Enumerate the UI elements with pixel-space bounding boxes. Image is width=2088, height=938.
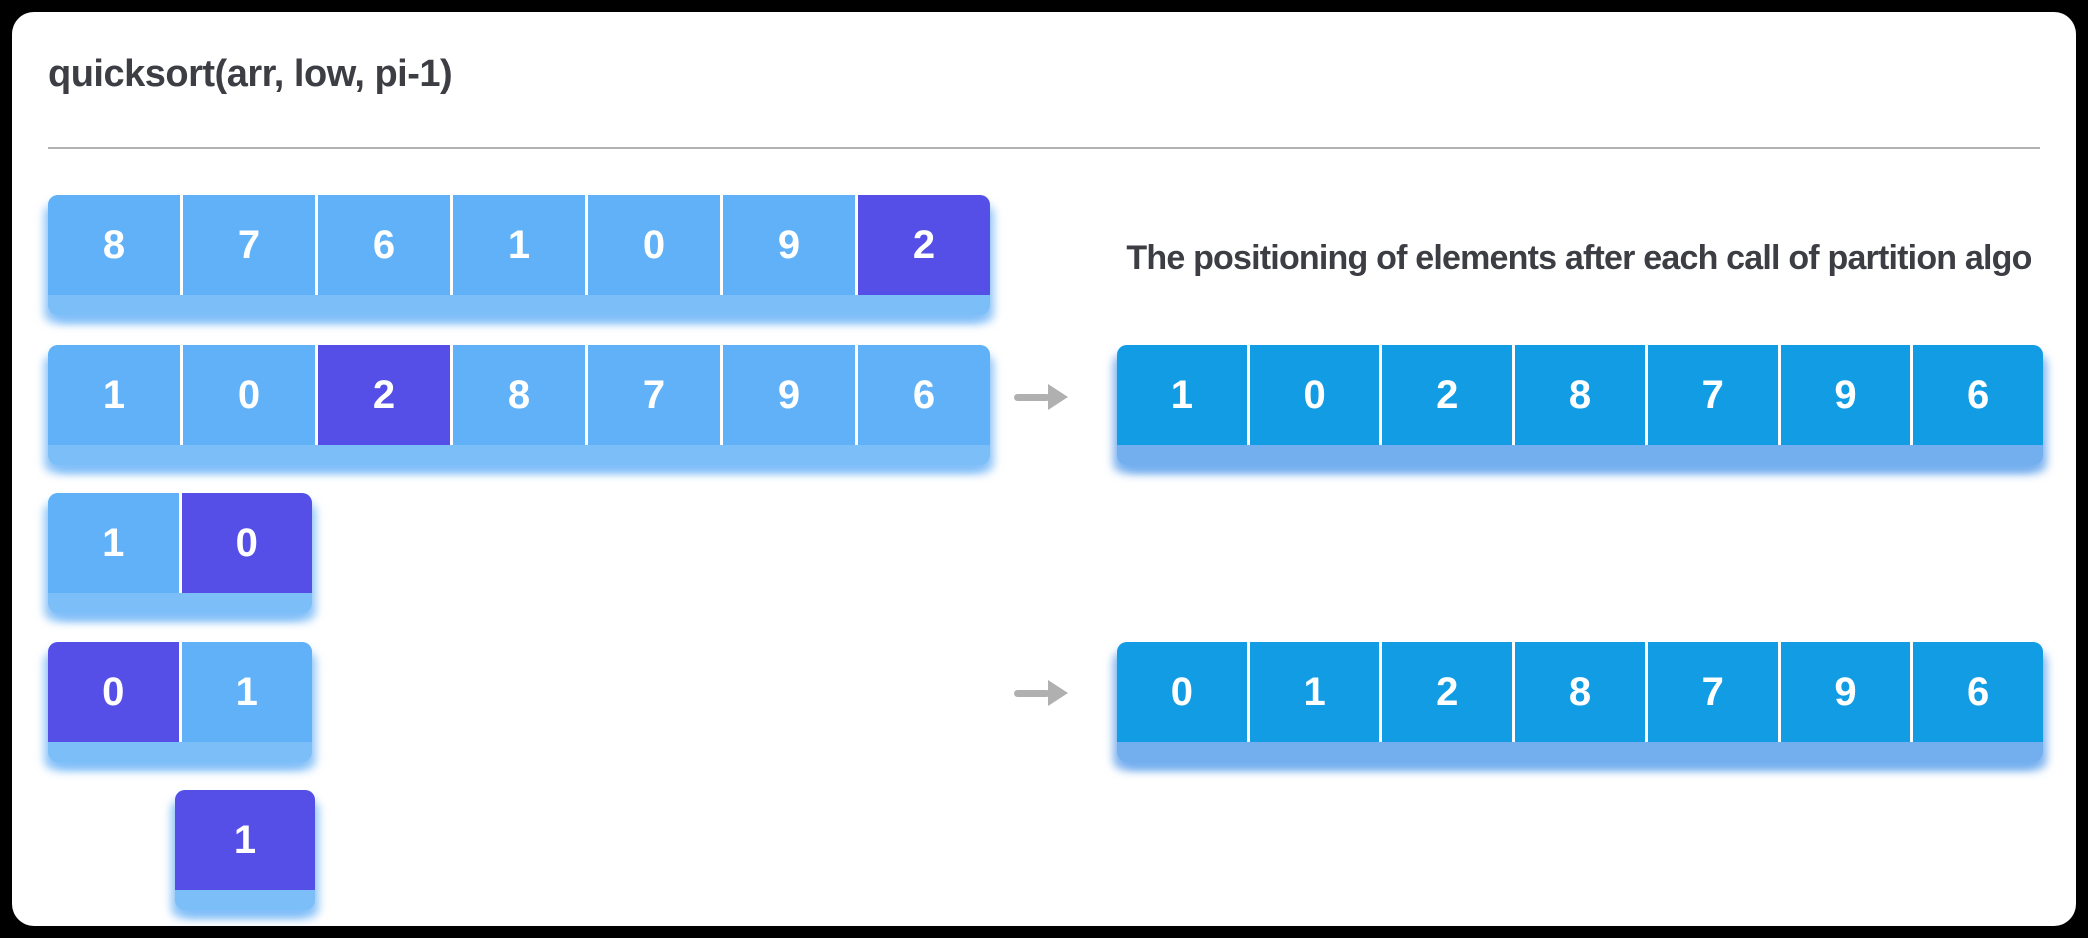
arrow-shaft xyxy=(1014,394,1050,401)
array-row-single-element: 1 xyxy=(175,790,315,910)
array-cell: 9 xyxy=(723,345,858,445)
array-cell-pivot: 2 xyxy=(858,195,990,295)
array-cell: 9 xyxy=(1780,345,1914,445)
array-cell: 8 xyxy=(48,195,183,295)
array-cell: 7 xyxy=(183,195,318,295)
array-cell-pivot: 2 xyxy=(318,345,453,445)
array-cell: 0 xyxy=(588,195,723,295)
array-cell: 1 xyxy=(181,642,312,742)
array-cell: 1 xyxy=(1249,642,1383,742)
array-cell-pivot: 0 xyxy=(181,493,312,593)
right-arrow-icon xyxy=(1014,680,1068,706)
array-cell: 1 xyxy=(453,195,588,295)
array-cell: 6 xyxy=(858,345,990,445)
array-cell: 1 xyxy=(1117,345,1250,445)
array-cell-pivot: 0 xyxy=(48,642,182,742)
array-cell: 6 xyxy=(1913,345,2043,445)
right-arrow-icon xyxy=(1014,384,1068,410)
array-cell: 0 xyxy=(1249,345,1383,445)
array-cell: 8 xyxy=(1515,345,1648,445)
array-cell: 9 xyxy=(723,195,858,295)
array-cell-pivot: 1 xyxy=(175,790,315,890)
result-heading: The positioning of elements after each c… xyxy=(1126,239,2032,277)
arrow-shaft xyxy=(1014,690,1050,697)
arrow-head xyxy=(1048,384,1068,410)
array-cell: 9 xyxy=(1780,642,1914,742)
array-cell: 7 xyxy=(1647,642,1781,742)
arrow-head xyxy=(1048,680,1068,706)
array-cell: 8 xyxy=(1515,642,1648,742)
array-cell: 0 xyxy=(183,345,318,445)
array-cell: 1 xyxy=(48,345,183,445)
array-cell: 6 xyxy=(318,195,453,295)
array-cell: 7 xyxy=(1647,345,1781,445)
array-cells: 1 xyxy=(175,790,315,890)
array-cell: 1 xyxy=(48,493,182,593)
array-cell: 2 xyxy=(1382,642,1516,742)
array-cell: 7 xyxy=(588,345,723,445)
array-cell: 2 xyxy=(1382,345,1516,445)
array-cell: 0 xyxy=(1117,642,1250,742)
array-cell: 8 xyxy=(453,345,588,445)
page-title: quicksort(arr, low, pi-1) xyxy=(48,53,453,95)
array-cell: 6 xyxy=(1913,642,2043,742)
divider-line xyxy=(48,147,2040,149)
